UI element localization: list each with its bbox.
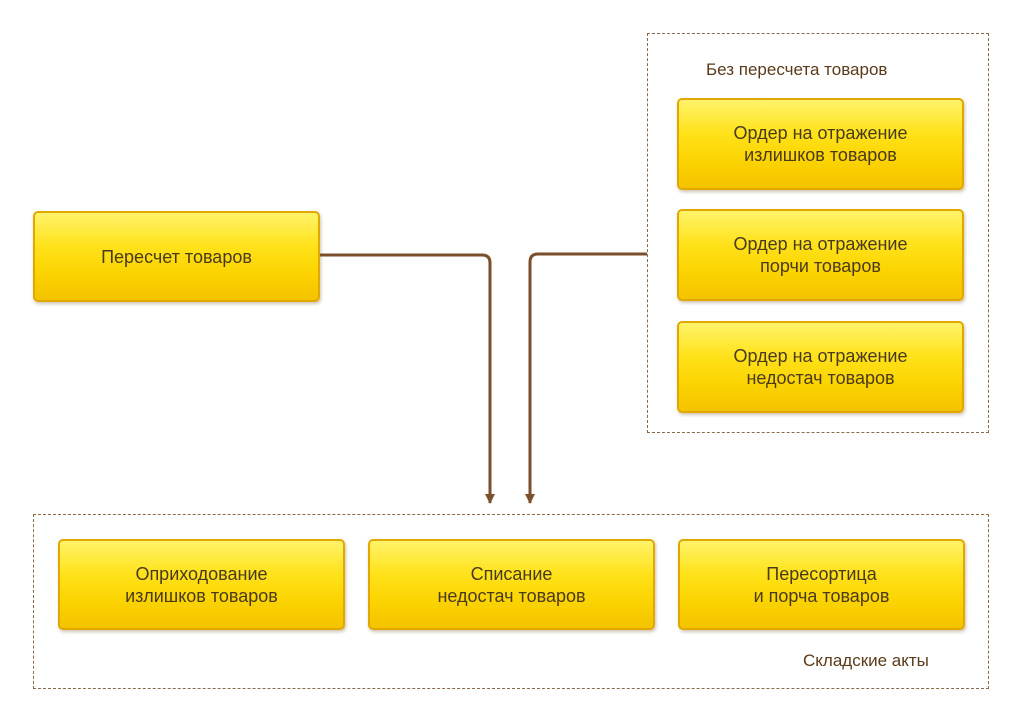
node-order-shortage-line-1: Ордер на отражение: [733, 346, 908, 366]
node-order-damage-line-2: порчи товаров: [760, 256, 881, 276]
connector-recount-to-acts: [320, 253, 495, 504]
node-order-damage-line-1: Ордер на отражение: [733, 234, 908, 254]
node-order-surplus-line-1: Ордер на отражение: [733, 123, 908, 143]
node-order-shortage-line-2: недостач товаров: [746, 368, 895, 388]
node-order-surplus-line-2: излишков товаров: [744, 145, 897, 165]
node-regrading-damage[interactable]: Пересортица и порча товаров: [678, 539, 965, 630]
node-order-shortage[interactable]: Ордер на отражение недостач товаров: [677, 321, 964, 413]
node-regrading-damage-line-2: и порча товаров: [753, 585, 890, 606]
node-posting-surplus-line-1: Оприходование: [135, 563, 268, 584]
node-regrading-damage-line-1: Пересортица: [766, 563, 877, 584]
node-posting-surplus-line-2: излишков товаров: [125, 585, 278, 606]
node-recount-line-1: Пересчет товаров: [101, 246, 252, 267]
node-order-damage[interactable]: Ордер на отражение порчи товаров: [677, 209, 964, 301]
connector-no-recount-to-acts: [525, 252, 647, 504]
node-write-off-shortage-line-1: Списание: [470, 563, 553, 584]
group-frame-no-recount: [647, 33, 989, 433]
group-label-no-recount: Без пересчета товаров: [706, 60, 888, 79]
node-order-surplus[interactable]: Ордер на отражение излишков товаров: [677, 98, 964, 190]
node-recount[interactable]: Пересчет товаров: [33, 211, 320, 302]
group-label-warehouse-acts: Складские акты: [803, 651, 929, 670]
group-frame-warehouse-acts: [33, 514, 989, 689]
node-write-off-shortage-line-2: недостач товаров: [437, 585, 586, 606]
node-write-off-shortage[interactable]: Списание недостач товаров: [368, 539, 655, 630]
node-posting-surplus[interactable]: Оприходование излишков товаров: [58, 539, 345, 630]
